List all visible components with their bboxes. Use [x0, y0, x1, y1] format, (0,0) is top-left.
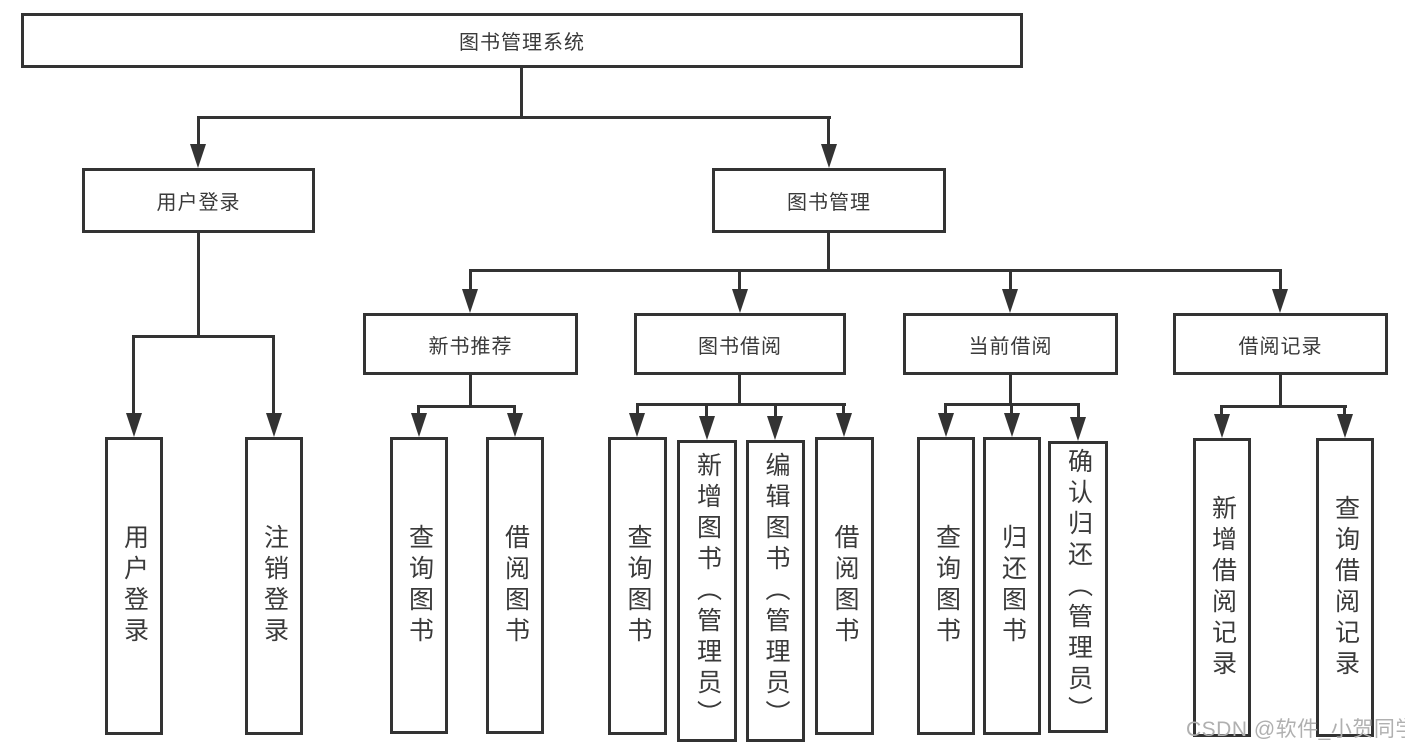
connector-drop-rec-add	[1220, 405, 1223, 416]
connector-root-stem	[520, 66, 523, 119]
node-root: 图书管理系统	[21, 13, 1023, 68]
arrowhead-newbook	[462, 289, 478, 313]
leaf-current-return-books: 归还图书	[983, 437, 1041, 735]
connector-bookborrow-stem	[738, 373, 741, 404]
connector-drop-bw-edit	[774, 403, 777, 418]
arrowhead-cur-return	[1004, 413, 1020, 437]
connector-drop-borrowrecords	[1279, 269, 1282, 289]
node-user-login: 用户登录	[82, 168, 315, 233]
connector-drop-book-mgmt	[827, 116, 830, 144]
leaf-records-query-record: 查询借阅记录	[1316, 438, 1374, 737]
connector-drop-bw-query	[636, 403, 639, 415]
node-current-borrow: 当前借阅	[903, 313, 1118, 375]
arrowhead-nb-borrow	[507, 413, 523, 437]
leaf-borrow-query-books: 查询图书	[608, 437, 667, 735]
connector-drop-currentborrow	[1009, 269, 1012, 289]
arrowhead-borrowrecords	[1272, 289, 1288, 313]
connector-drop-user-login	[197, 116, 200, 144]
connector-drop-logout	[272, 335, 275, 413]
arrowhead-user-login	[190, 144, 206, 168]
connector-bookmgmt-hbar	[469, 269, 1282, 272]
watermark: CSDN @软件_小贺同学	[1186, 718, 1405, 741]
connector-root-hbar	[197, 116, 831, 119]
connector-drop-cur-return	[1010, 403, 1013, 415]
node-new-book-recommend: 新书推荐	[363, 313, 578, 375]
leaf-newbook-borrow-books: 借阅图书	[486, 437, 544, 734]
arrowhead-currentborrow	[1002, 289, 1018, 313]
arrowhead-rec-query	[1337, 414, 1353, 438]
connector-drop-newbook	[469, 269, 472, 289]
connector-drop-bw-add	[705, 403, 708, 418]
node-book-management: 图书管理	[712, 168, 946, 233]
connector-userlogin-stem	[197, 231, 200, 338]
connector-currentborrow-stem	[1009, 373, 1012, 404]
arrowhead-bw-edit	[767, 416, 783, 440]
connector-drop-rec-query	[1343, 405, 1346, 416]
arrowhead-bw-borrow	[836, 413, 852, 437]
arrowhead-cur-confirm	[1070, 417, 1086, 441]
connector-bookborrow-hbar	[636, 403, 846, 406]
arrowhead-bw-add	[699, 416, 715, 440]
connector-borrowrecords-stem	[1279, 373, 1282, 408]
arrowhead-cur-query	[938, 413, 954, 437]
leaf-newbook-query-books: 查询图书	[390, 437, 448, 734]
connector-newbook-stem	[469, 373, 472, 407]
leaf-user-login: 用户登录	[105, 437, 163, 735]
connector-drop-cur-confirm	[1077, 403, 1080, 419]
arrowhead-book-mgmt	[821, 144, 837, 168]
connector-drop-bw-borrow	[842, 403, 845, 415]
connector-drop-nb-query	[417, 405, 420, 415]
leaf-logout: 注销登录	[245, 437, 303, 735]
leaf-borrow-add-books-admin: 新增图书（管理员）	[677, 440, 737, 742]
arrowhead-bookborrow	[732, 289, 748, 313]
leaf-current-query-books: 查询图书	[917, 437, 975, 735]
node-borrow-records: 借阅记录	[1173, 313, 1388, 375]
connector-borrowrecords-hbar	[1220, 405, 1347, 408]
connector-bookmgmt-stem	[827, 231, 830, 272]
arrowhead-login	[126, 413, 142, 437]
connector-drop-cur-query	[944, 403, 947, 415]
leaf-borrow-edit-books-admin: 编辑图书（管理员）	[746, 440, 805, 742]
arrowhead-bw-query	[629, 413, 645, 437]
arrowhead-nb-query	[411, 413, 427, 437]
arrowhead-logout	[266, 413, 282, 437]
node-book-borrow: 图书借阅	[634, 313, 846, 375]
connector-drop-login	[132, 335, 135, 413]
leaf-records-add-record: 新增借阅记录	[1193, 438, 1251, 737]
arrowhead-rec-add	[1214, 414, 1230, 438]
connector-newbook-hbar	[417, 405, 516, 408]
leaf-current-confirm-return-admin: 确认归还（管理员）	[1048, 441, 1108, 733]
connector-drop-nb-borrow	[513, 405, 516, 415]
connector-drop-bookborrow	[738, 269, 741, 289]
leaf-borrow-borrow-books: 借阅图书	[815, 437, 874, 735]
connector-userlogin-hbar	[132, 335, 275, 338]
